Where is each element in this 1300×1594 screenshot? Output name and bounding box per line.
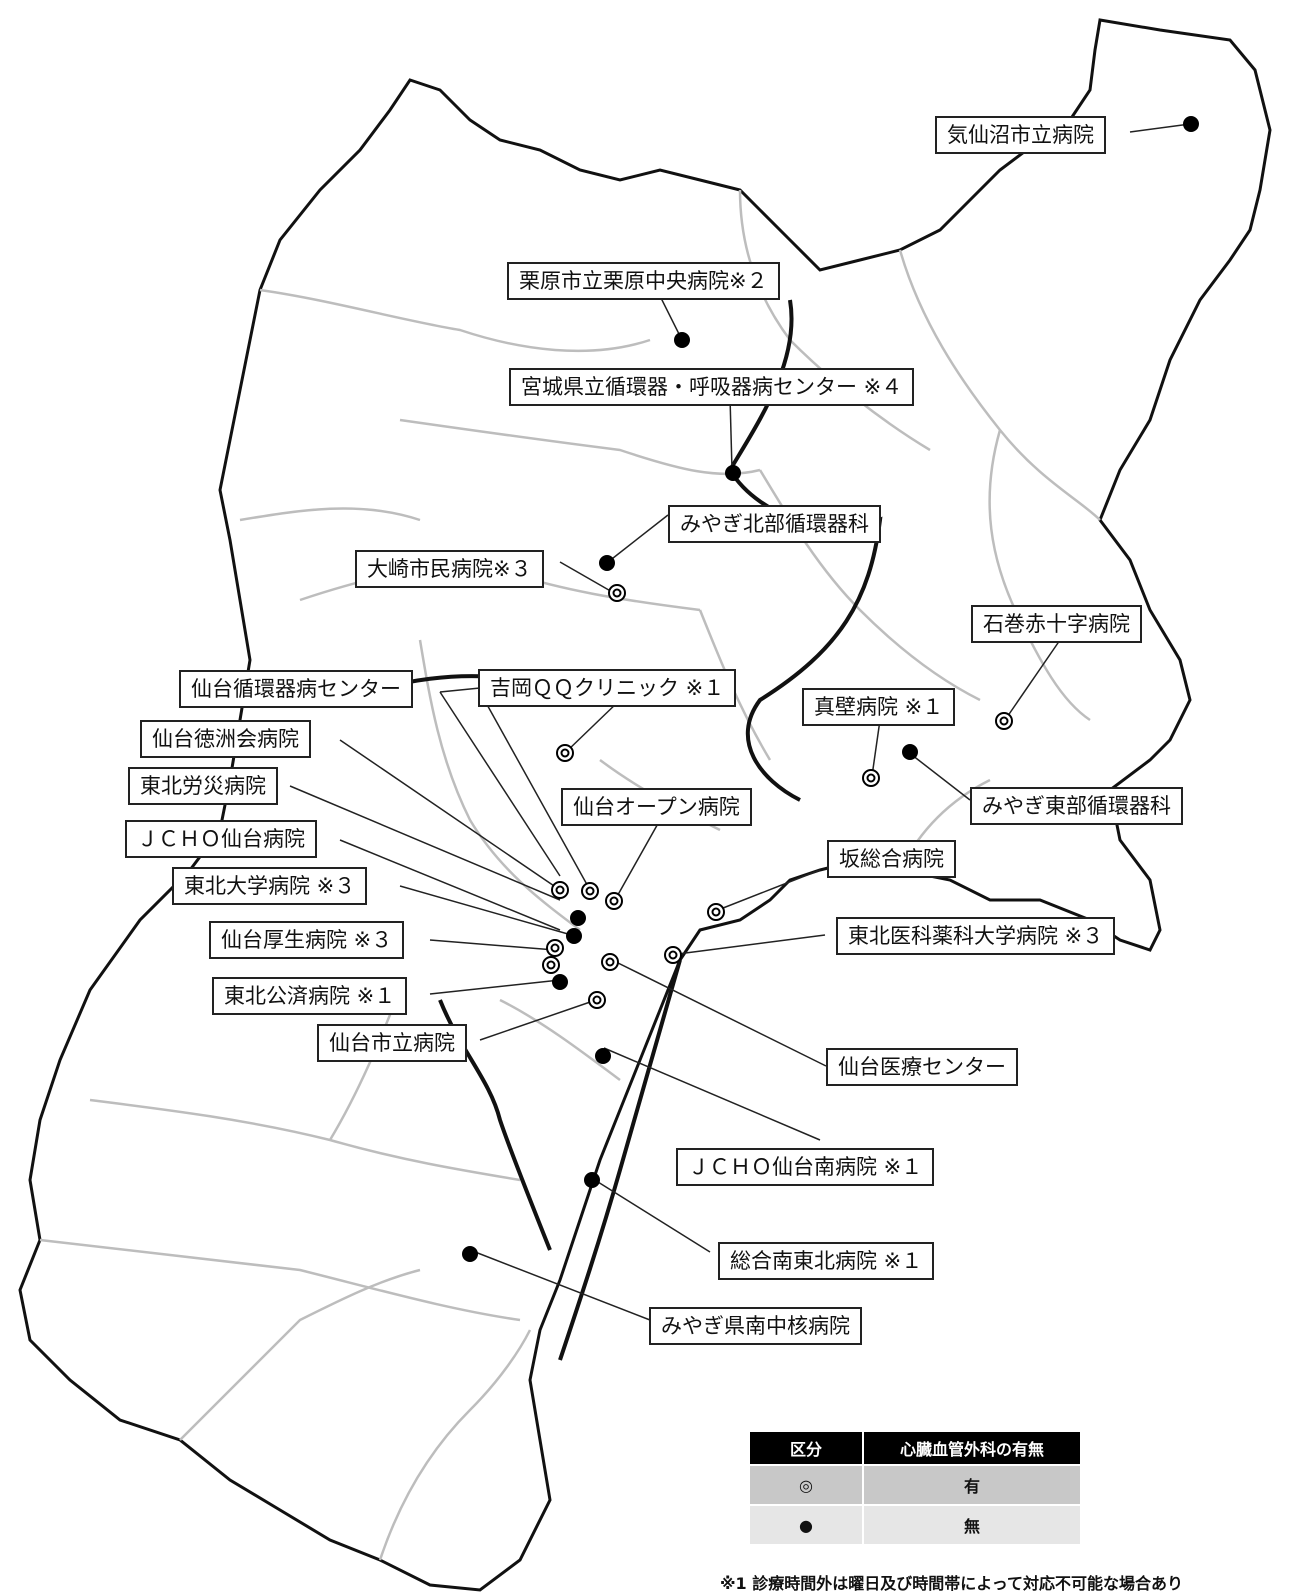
hospital-label: 宮城県立循環器・呼吸器病センター ※４	[509, 368, 915, 406]
footnote: ※1 診療時間外は曜日及び時間帯によって対応不可能な場合あり	[720, 1574, 1183, 1593]
hospital-label: 東北大学病院 ※３	[172, 867, 368, 905]
marker-kurihara	[674, 332, 690, 348]
hospital-label: 大崎市民病院※３	[355, 550, 544, 588]
legend-value-no: 無	[864, 1506, 1080, 1544]
leader-lines	[289, 123, 1191, 1321]
marker-sendai-kosei	[542, 956, 560, 974]
hospital-label: ＪＣＨＯ仙台南病院 ※１	[676, 1148, 935, 1186]
hospital-label: 仙台厚生病院 ※３	[209, 921, 405, 959]
hospital-label: 坂総合病院	[827, 840, 956, 878]
hospital-label: 仙台市立病院	[317, 1024, 467, 1062]
marker-ishinomaki	[995, 712, 1013, 730]
marker-yoshioka	[556, 744, 574, 762]
hospital-label: 仙台医療センター	[826, 1048, 1018, 1086]
hospital-label: みやぎ県南中核病院	[649, 1307, 862, 1345]
hospital-label: ＪＣＨＯ仙台病院	[125, 820, 317, 858]
legend-header-category: 区分	[750, 1432, 862, 1464]
hospital-label: 真壁病院 ※１	[802, 688, 956, 726]
marker-sendai-junkanki	[551, 881, 569, 899]
marker-sogo-minami-tohoku	[584, 1172, 600, 1188]
hospital-label: 東北公済病院 ※１	[212, 977, 408, 1015]
marker-sendai-open	[605, 892, 623, 910]
marker-saka	[707, 903, 725, 921]
marker-osaki	[608, 584, 626, 602]
hospital-label: 気仙沼市立病院	[935, 116, 1106, 154]
hospital-label: 仙台徳洲会病院	[140, 720, 311, 758]
legend-table: 区分 心臓血管外科の有無 ◎ 有 ● 無	[748, 1430, 1082, 1546]
legend-symbol-double-circle: ◎	[750, 1466, 862, 1504]
marker-tohoku-kosai	[552, 974, 568, 990]
hospital-markers	[462, 116, 1199, 1262]
hospital-label: 仙台オープン病院	[561, 788, 752, 826]
marker-jcho-sendai-minami	[595, 1048, 611, 1064]
marker-kesennuma	[1183, 116, 1199, 132]
hospital-label: 吉岡ＱＱクリニック ※１	[478, 669, 737, 707]
hospital-label: 東北労災病院	[128, 767, 278, 805]
legend-value-yes: 有	[864, 1466, 1080, 1504]
marker-sendai-iryo	[601, 953, 619, 971]
marker-tohoku-univ	[546, 939, 564, 957]
hospital-label: 石巻赤十字病院	[971, 605, 1142, 643]
hospital-label: 栗原市立栗原中央病院※２	[507, 262, 780, 300]
hospital-label: 東北医科薬科大学病院 ※３	[836, 917, 1116, 955]
marker-kennan-chukaku	[462, 1246, 478, 1262]
marker-jcho-sendai	[566, 928, 582, 944]
marker-tohoku-rosai	[570, 910, 586, 926]
marker-tohoku-med-pharm	[664, 946, 682, 964]
marker-junkanki-kokyuki	[725, 465, 741, 481]
marker-sendai-tokushukai	[581, 882, 599, 900]
marker-miyagi-tobu	[902, 744, 918, 760]
hospital-label: 総合南東北病院 ※１	[718, 1242, 935, 1280]
legend-header-surgery: 心臓血管外科の有無	[864, 1432, 1080, 1464]
marker-sendai-city	[588, 991, 606, 1009]
hospital-label: 仙台循環器病センター	[179, 670, 413, 708]
legend-symbol-filled-circle: ●	[750, 1506, 862, 1544]
hospital-label: みやぎ東部循環器科	[970, 787, 1183, 825]
marker-makabe	[862, 769, 880, 787]
hospital-label: みやぎ北部循環器科	[668, 505, 881, 543]
marker-miyagi-hokubu	[599, 555, 615, 571]
